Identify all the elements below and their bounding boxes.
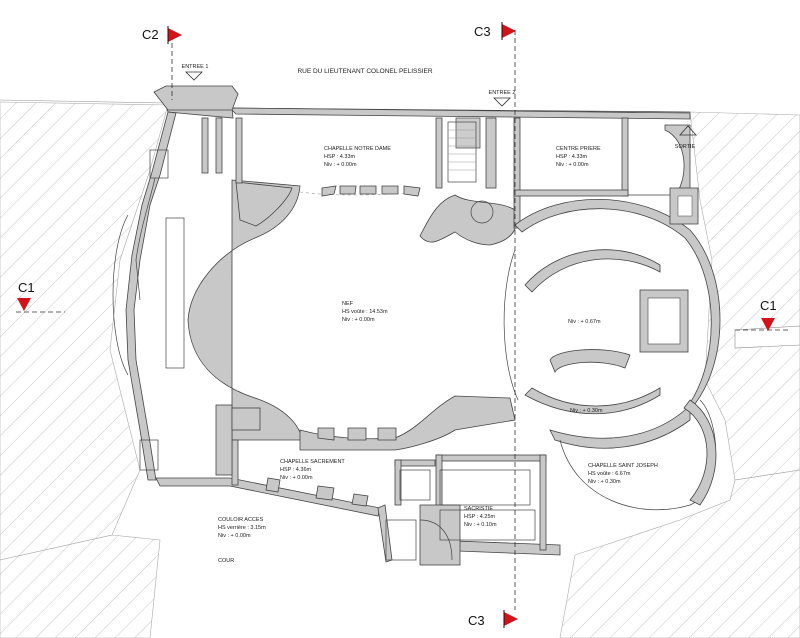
- sacrement-name: CHAPELLE SACREMENT: [280, 459, 345, 465]
- saint-joseph-name: CHAPELLE SAINT JOSEPH: [588, 463, 658, 469]
- couloir-name: COULOIR ACCES: [218, 517, 264, 523]
- couloir-niv: Niv : + 0.00m: [218, 533, 251, 539]
- nave-walls: [187, 179, 518, 451]
- notre-dame-name: CHAPELLE NOTRE DAME: [324, 146, 391, 152]
- section-marker-c3-top: C3: [474, 22, 516, 40]
- nef-name: NEF: [342, 301, 354, 307]
- cour-name: COUR: [218, 558, 234, 564]
- plan-labels: RUE DU LIEUTENANT COLONEL PELISSIER ENTR…: [182, 64, 696, 564]
- choir: [503, 198, 721, 511]
- notre-dame-niv: Niv : + 0.00m: [324, 162, 357, 168]
- section-marker-c2: C2: [142, 26, 182, 44]
- couloir-hs: HS verrière : 3.15m: [218, 525, 266, 531]
- entree2-label: ENTREE 2: [489, 90, 516, 96]
- sacristie-niv: Niv : + 0.10m: [464, 522, 497, 528]
- centre-priere-niv: Niv : + 0.00m: [556, 162, 589, 168]
- section-marker-c3-bottom: C3: [468, 610, 518, 628]
- entree1-label: ENTREE 1: [182, 64, 209, 70]
- street-name: RUE DU LIEUTENANT COLONEL PELISSIER: [297, 68, 432, 75]
- section-label-c2: C2: [142, 27, 159, 42]
- choir-lower-niv: Niv : + 0.30m: [570, 408, 603, 414]
- saint-joseph-hs: HS voûte : 6.67m: [588, 471, 631, 477]
- section-label-c1-right: C1: [760, 298, 777, 313]
- sacristie-name: SACRISTIE: [464, 506, 493, 512]
- section-lines: [16, 30, 790, 610]
- sortie-label: SORTIE: [675, 144, 696, 150]
- nef-hs: HS voûte : 14.53m: [342, 309, 388, 315]
- centre-priere-name: CENTRE PRIERE: [556, 146, 601, 152]
- sacristie-hsp: HSP : 4.25m: [464, 514, 495, 520]
- section-label-c1-left: C1: [18, 280, 35, 295]
- section-marker-c1-right: C1: [760, 298, 777, 331]
- choir-upper-niv: Niv : + 0.67m: [568, 319, 601, 325]
- saint-joseph-niv: Niv : + 0.30m: [588, 479, 621, 485]
- section-label-c3-bottom: C3: [468, 613, 485, 628]
- sacrement-niv: Niv : + 0.00m: [280, 475, 313, 481]
- sacrement-hsp: HSP : 4.36m: [280, 467, 311, 473]
- section-marker-c1-left: C1: [17, 280, 35, 311]
- stairs-and-rooms: [112, 121, 699, 561]
- neighbour-hatching: [0, 101, 800, 638]
- nef-niv: Niv : + 0.00m: [342, 317, 375, 323]
- entrance-markers: [185, 71, 697, 136]
- section-label-c3-top: C3: [474, 24, 491, 39]
- centre-priere-hsp: HSP : 4.33m: [556, 154, 587, 160]
- nave-bays: [265, 185, 421, 507]
- notre-dame-hsp: HSP : 4.33m: [324, 154, 355, 160]
